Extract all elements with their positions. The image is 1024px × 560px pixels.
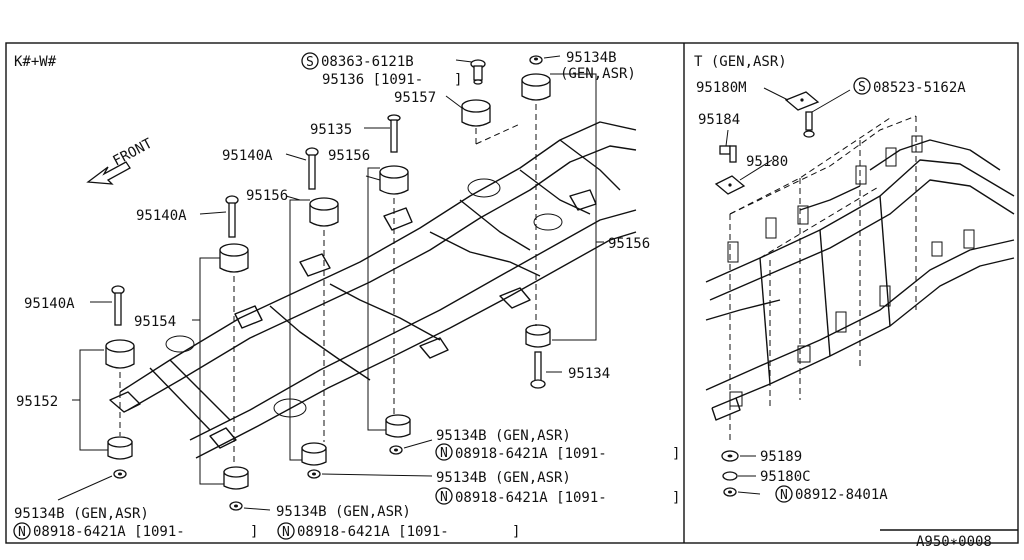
nut-r1-icon (389, 445, 403, 455)
washer-95189-icon (721, 450, 739, 462)
nut-08912-icon (723, 487, 737, 497)
insulator-95156-2-bottom-icon (301, 442, 327, 466)
label-95156-1: 95156 (328, 148, 370, 164)
svg-text:N: N (440, 446, 448, 461)
label-95136: 95136 [1091- (322, 72, 423, 88)
label-95134: 95134 (568, 366, 610, 382)
right-alignment-lines (729, 115, 917, 440)
nut-bl-icon (113, 469, 127, 479)
n-prefix-icon-bm: N (277, 522, 295, 540)
label-95156-2: 95156 (246, 188, 288, 204)
label-n-r1: 08918-6421A [1091- (455, 446, 607, 462)
insulator-right-bottom-icon (525, 324, 551, 348)
svg-text:N: N (780, 488, 788, 503)
label-n-bl: 08918-6421A [1091- (33, 524, 185, 540)
label-95134b-r1: 95134B (GEN,ASR) (436, 428, 571, 444)
alignment-lines (119, 104, 537, 466)
insulator-95154-bottom-icon (223, 466, 249, 490)
diagram-code: A950∗0008 (916, 534, 992, 550)
label-95140a-2: 95140A (136, 208, 187, 224)
s-prefix-icon-left: S (301, 52, 319, 70)
label-95134b-r2: 95134B (GEN,ASR) (436, 470, 571, 486)
svg-text:N: N (440, 490, 448, 505)
label-s-08363: 08363-6121B (321, 54, 414, 70)
diagram-border (5, 42, 1019, 544)
label-95180: 95180 (746, 154, 788, 170)
right-leader-lines (725, 87, 851, 495)
chassis-frame (109, 121, 637, 459)
label-95134b-top: 95134B (566, 50, 617, 66)
label-n-bl-close: ] (250, 524, 258, 540)
label-s-08523: 08523-5162A (873, 80, 966, 96)
front-label: FRONT (110, 135, 155, 169)
insulator-95156-2-icon (309, 197, 339, 227)
label-95184: 95184 (698, 112, 740, 128)
plate-95180m-icon (784, 91, 820, 111)
bolt-95140a-2-icon (225, 195, 239, 238)
insulator-right-top-icon (521, 73, 551, 101)
label-95134b-bm: 95134B (GEN,ASR) (276, 504, 411, 520)
bolt-95134-icon (530, 351, 546, 389)
label-n-08912: 08912-8401A (795, 487, 888, 503)
label-95140a-3: 95140A (24, 296, 75, 312)
front-arrow-icon (86, 161, 131, 185)
label-n-r1-close: ] (672, 446, 680, 462)
insulator-95152-top-icon (105, 339, 135, 369)
nut-95134b-top-icon (529, 55, 543, 65)
label-95136-close: ] (454, 72, 462, 88)
model-code: K#+W# (14, 54, 57, 70)
label-95189: 95189 (760, 449, 802, 465)
leader-lines (57, 55, 604, 511)
label-95156-right: 95156 (608, 236, 650, 252)
label-n-r2: 08918-6421A [1091- (455, 490, 607, 506)
washer-95180c-icon (722, 471, 738, 481)
label-95140a-1: 95140A (222, 148, 273, 164)
n-prefix-icon-r2: N (435, 487, 453, 505)
label-95134b-bl: 95134B (GEN,ASR) (14, 506, 149, 522)
bolt-08363-icon (470, 59, 486, 85)
label-n-bm-close: ] (512, 524, 520, 540)
insulator-95156-1-icon (379, 165, 409, 195)
label-95154: 95154 (134, 314, 176, 330)
label-95180c: 95180C (760, 469, 811, 485)
bolt-95140a-3-icon (111, 285, 125, 326)
label-n-r2-close: ] (672, 490, 680, 506)
svg-text:S: S (306, 55, 314, 70)
insulator-95152-bottom-icon (107, 436, 133, 460)
n-prefix-icon-r1: N (435, 443, 453, 461)
label-gen-asr-top: (GEN,ASR) (560, 66, 636, 82)
right-panel-title: T (GEN,ASR) (694, 54, 787, 70)
bolt-95184-icon (719, 145, 737, 163)
n-prefix-icon-right: N (775, 485, 793, 503)
bolt-95140a-1-icon (305, 147, 319, 190)
right-chassis-frame (705, 135, 1015, 421)
n-prefix-icon-bl: N (13, 522, 31, 540)
nut-bm-icon (229, 501, 243, 511)
label-n-bm: 08918-6421A [1091- (297, 524, 449, 540)
label-95157: 95157 (394, 90, 436, 106)
insulator-95156-1-bottom-icon (385, 414, 411, 438)
bolt-95135-icon (387, 114, 401, 153)
s-prefix-icon-right: S (853, 77, 871, 95)
insulator-95157-icon (461, 99, 491, 127)
label-95180m: 95180M (696, 80, 747, 96)
plate-95180-icon (714, 175, 746, 195)
label-95135: 95135 (310, 122, 352, 138)
svg-text:S: S (858, 80, 866, 95)
nut-r2-icon (307, 469, 321, 479)
svg-text:N: N (18, 525, 26, 540)
label-95152: 95152 (16, 394, 58, 410)
bolt-08523-icon (803, 111, 815, 138)
insulator-95154-icon (219, 243, 249, 273)
svg-text:N: N (282, 525, 290, 540)
